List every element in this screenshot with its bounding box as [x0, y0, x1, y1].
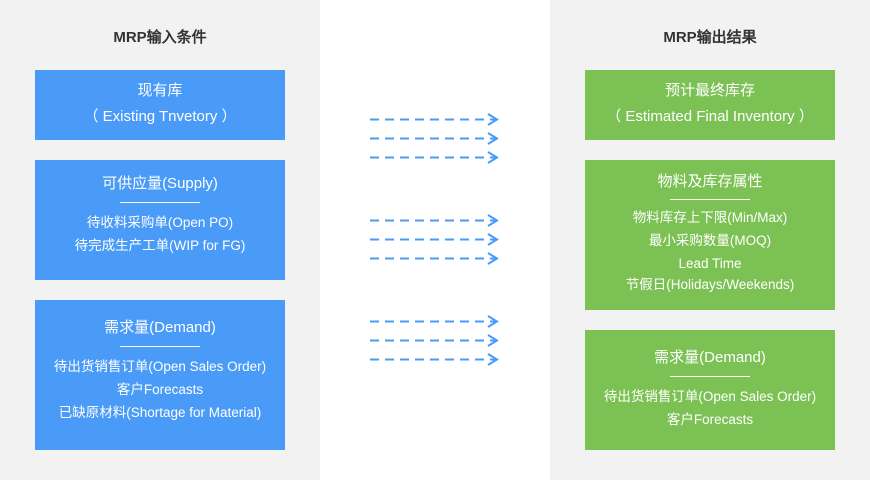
existing-inventory-box: 现有库 （ Existing Tnvetory ）	[35, 70, 285, 140]
box-title: 物料及库存属性	[657, 173, 763, 190]
box-title: 现有库	[137, 82, 183, 99]
divider	[670, 376, 750, 377]
output-panel: MRP输出结果 预计最终库存 （ Estimated Final Invento…	[550, 0, 870, 480]
box-title: 需求量(Demand)	[104, 319, 216, 336]
box-title: 需求量(Demand)	[654, 349, 766, 366]
demand-input-box: 需求量(Demand) 待出货销售订单(Open Sales Order) 客户…	[35, 300, 285, 450]
dashed-arrow-icon	[368, 312, 503, 331]
material-attributes-box: 物料及库存属性 物料库存上下限(Min/Max) 最小采购数量(MOQ) Lea…	[585, 160, 835, 310]
estimated-final-inventory-box: 预计最终库存 （ Estimated Final Inventory ）	[585, 70, 835, 140]
dashed-arrow-icon	[368, 350, 503, 369]
supply-box: 可供应量(Supply) 待收料采购单(Open PO) 待完成生产工单(WIP…	[35, 160, 285, 280]
divider	[120, 202, 200, 203]
input-panel-title: MRP输入条件	[113, 29, 207, 46]
box-item: 客户Forecasts	[666, 412, 754, 427]
dashed-arrow-icon	[368, 249, 503, 268]
demand-output-box: 需求量(Demand) 待出货销售订单(Open Sales Order) 客户…	[585, 330, 835, 450]
arrow-group-1	[368, 110, 503, 167]
box-subtitle: （ Estimated Final Inventory ）	[606, 108, 814, 125]
output-panel-title: MRP输出结果	[663, 29, 757, 46]
box-item: 待出货销售订单(Open Sales Order)	[53, 359, 267, 374]
dashed-arrow-icon	[368, 148, 503, 167]
box-item: 客户Forecasts	[116, 382, 204, 397]
arrow-group-2	[368, 211, 503, 268]
dashed-arrow-icon	[368, 230, 503, 249]
dashed-arrow-icon	[368, 211, 503, 230]
dashed-arrow-icon	[368, 110, 503, 129]
input-panel: MRP输入条件 现有库 （ Existing Tnvetory ） 可供应量(S…	[0, 0, 320, 480]
box-title: 可供应量(Supply)	[102, 175, 218, 192]
box-item: 待收料采购单(Open PO)	[86, 215, 234, 230]
divider	[670, 199, 750, 200]
divider	[120, 346, 200, 347]
box-title: 预计最终库存	[664, 82, 755, 99]
arrow-group-3	[368, 312, 503, 369]
box-item: 待完成生产工单(WIP for FG)	[74, 238, 246, 253]
box-subtitle: （ Existing Tnvetory ）	[83, 108, 237, 125]
box-item: 待出货销售订单(Open Sales Order)	[603, 389, 817, 404]
box-item: Lead Time	[678, 256, 742, 271]
box-item: 物料库存上下限(Min/Max)	[632, 210, 788, 225]
box-item: 已缺原材料(Shortage for Material)	[58, 405, 262, 420]
box-item: 最小采购数量(MOQ)	[648, 233, 772, 248]
dashed-arrow-icon	[368, 331, 503, 350]
box-item: 节假日(Holidays/Weekends)	[625, 277, 795, 292]
dashed-arrow-icon	[368, 129, 503, 148]
